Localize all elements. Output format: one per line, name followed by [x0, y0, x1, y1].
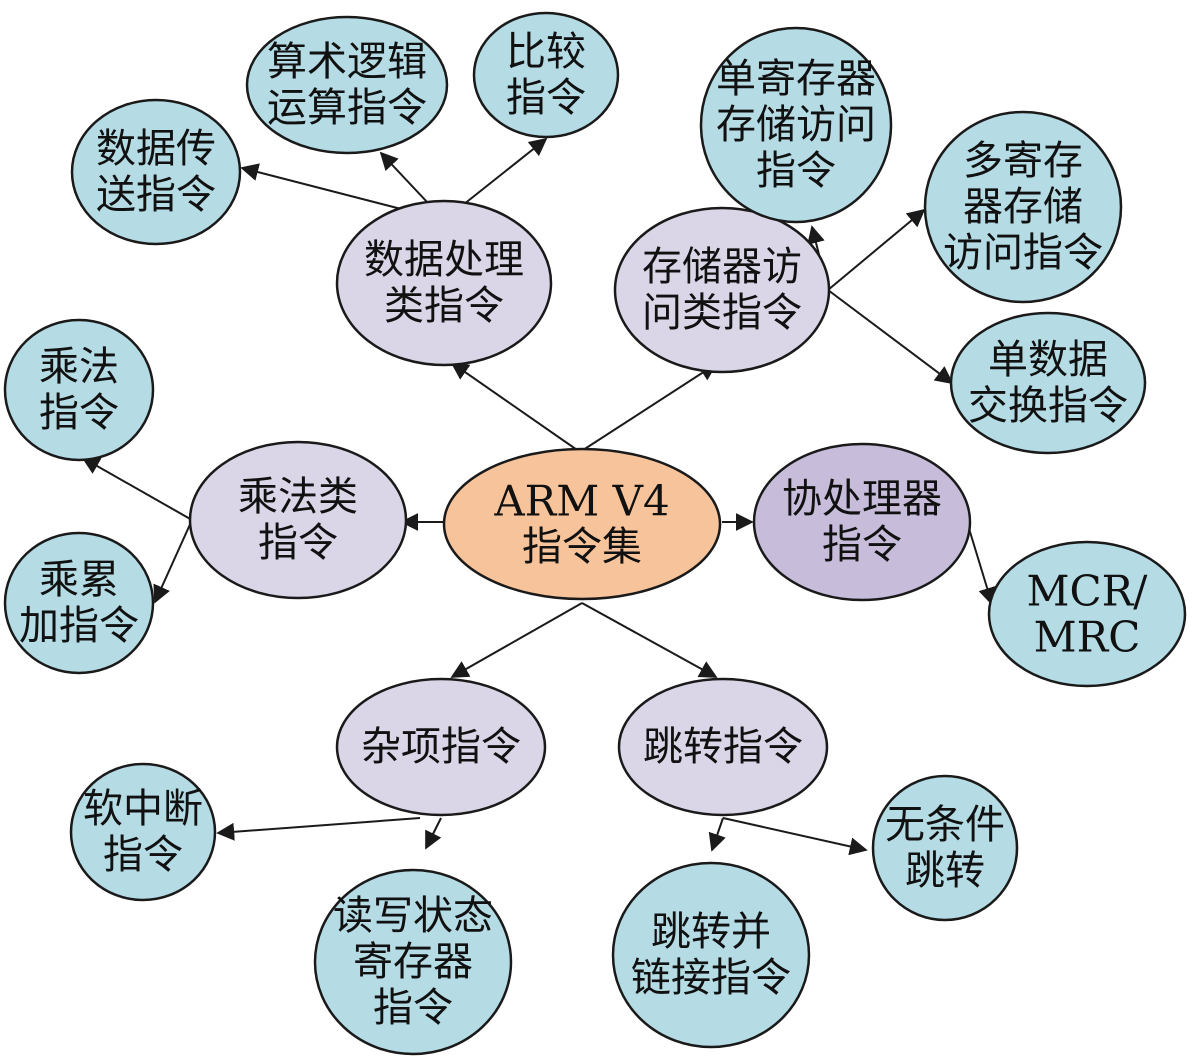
node-ellipse-misc [335, 677, 547, 817]
node-label-compare-1: 指令 [506, 75, 586, 121]
edge-root-to-data_processing [450, 361, 581, 453]
node-label-multiply-1: 指令 [258, 520, 338, 566]
node-ellipse-root [442, 447, 722, 601]
edge-root-to-branch [581, 602, 718, 678]
node-label-multi-reg-0: 多寄存 [963, 138, 1083, 184]
node-label-mla-1: 加指令 [19, 603, 139, 649]
edge-branch-to-bl [708, 817, 726, 852]
node-label-data-transfer-0: 数据传 [96, 126, 216, 172]
node-ellipse-branch [617, 677, 829, 817]
node-label-b-0: 无条件 [885, 802, 1005, 848]
node-mcr-mrc: MCR/MRC [987, 540, 1187, 688]
node-ellipse-memory-access [613, 206, 831, 374]
node-label-single-reg-2: 指令 [756, 148, 836, 194]
node-label-root-1: 指令集 [522, 524, 642, 570]
node-misc: 杂项指令 [335, 677, 547, 817]
node-ellipse-single-reg [699, 26, 893, 224]
node-label-mul-1: 指令 [39, 390, 119, 436]
node-label-mul-0: 乘法 [39, 344, 119, 390]
edge-branch-to-b [722, 817, 868, 856]
node-label-data-processing-1: 类指令 [384, 283, 504, 329]
node-label-psr-1: 寄存器 [353, 939, 473, 985]
node-label-multi-reg-1: 器存储 [963, 184, 1083, 230]
node-label-arith-logic-1: 运算指令 [267, 85, 427, 131]
node-label-mcr-mrc-1: MRC [1034, 613, 1141, 662]
node-ellipse-psr [313, 868, 513, 1056]
node-ellipse-compare [472, 11, 620, 139]
node-ellipse-mcr-mrc [987, 540, 1187, 688]
node-ellipse-bl [611, 861, 811, 1049]
node-ellipse-data-transfer [70, 98, 242, 246]
node-ellipse-arith-logic [245, 15, 449, 155]
node-label-multiply-0: 乘法类 [238, 474, 358, 520]
node-label-swap-0: 单数据 [988, 337, 1108, 383]
node-label-b-1: 跳转 [905, 848, 985, 894]
node-ellipse-coprocessor [752, 442, 972, 602]
node-label-misc-0: 杂项指令 [361, 724, 521, 770]
node-label-coprocessor-1: 指令 [822, 522, 902, 568]
node-ellipse-swi [69, 762, 217, 902]
node-ellipse-multi-reg [923, 110, 1123, 304]
edge-misc-to-psr [425, 817, 442, 850]
node-ellipse-data-processing [335, 199, 553, 367]
node-label-data-processing-0: 数据处理 [364, 237, 524, 283]
node-label-mla-0: 乘累 [39, 557, 119, 603]
node-ellipse-mul [3, 318, 155, 462]
edge-misc-to-swi [216, 817, 421, 841]
node-label-bl-1: 链接指令 [631, 955, 791, 1001]
edge-coprocessor-to-mcr_mrc [966, 521, 996, 606]
node-label-psr-2: 指令 [373, 985, 453, 1031]
edge-root-to-memory_access [579, 363, 718, 453]
edge-memory_access-to-swap [827, 289, 954, 385]
edge-root-to-misc [450, 602, 583, 678]
node-ellipse-multiply [188, 440, 408, 600]
edge-multiply-to-mul [81, 457, 193, 521]
node-label-single-reg-1: 存储访问 [716, 102, 876, 148]
node-label-single-reg-0: 单寄存器 [716, 56, 876, 102]
node-label-root-0: ARM V4 [493, 477, 669, 526]
edge-multiply-to-mla [153, 519, 193, 604]
node-label-arith-logic-0: 算术逻辑 [267, 39, 427, 85]
node-branch: 跳转指令 [617, 677, 829, 817]
node-label-swap-1: 交换指令 [968, 383, 1128, 429]
node-label-multi-reg-2: 访问指令 [943, 230, 1103, 276]
node-label-swi-0: 软中断 [83, 786, 203, 832]
node-label-swi-1: 指令 [103, 832, 183, 878]
node-label-branch-0: 跳转指令 [643, 724, 803, 770]
node-label-psr-0: 读写状态 [333, 893, 493, 939]
node-label-memory-access-1: 问类指令 [642, 290, 802, 336]
node-label-memory-access-0: 存储器访 [642, 244, 802, 290]
node-label-coprocessor-0: 协处理器 [782, 476, 942, 522]
node-ellipse-swap [949, 311, 1147, 455]
node-label-mcr-mrc-0: MCR/ [1027, 567, 1149, 616]
node-label-compare-0: 比较 [506, 29, 586, 75]
node-label-bl-0: 跳转并 [651, 909, 771, 955]
node-ellipse-b [871, 774, 1019, 922]
edge-memory_access-to-multi_reg [827, 208, 926, 291]
node-ellipse-mla [3, 531, 155, 675]
node-label-data-transfer-1: 送指令 [96, 172, 216, 218]
